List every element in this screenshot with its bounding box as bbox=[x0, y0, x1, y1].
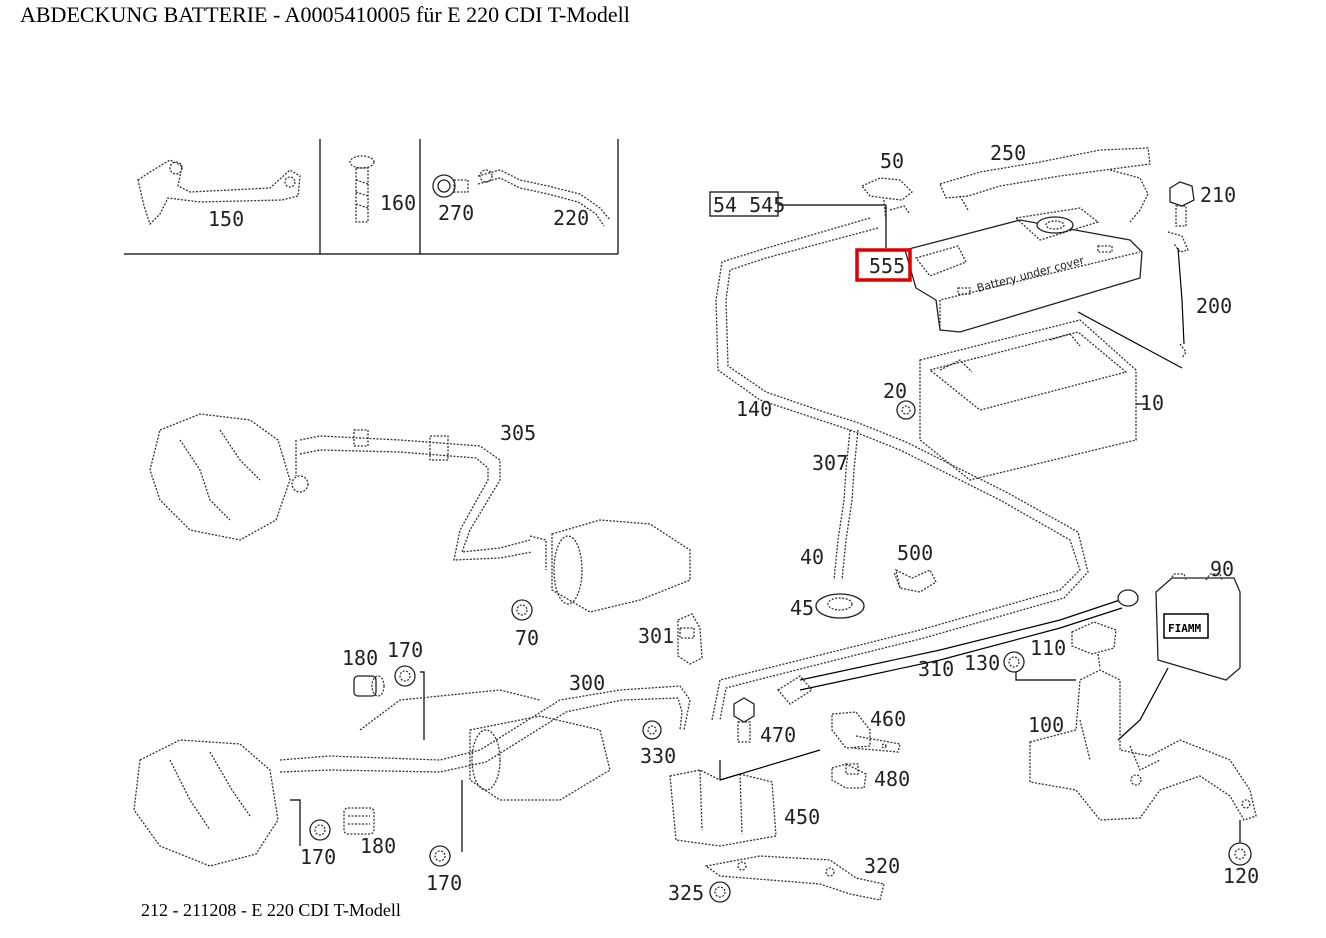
page-title: ABDECKUNG BATTERIE - A0005410005 für E 2… bbox=[20, 2, 630, 27]
part-320-bracket[interactable] bbox=[704, 855, 885, 901]
label-480[interactable]: 480 bbox=[874, 767, 910, 791]
label-170-lower-right[interactable]: 170 bbox=[426, 871, 462, 895]
label-170-upper[interactable]: 170 bbox=[387, 638, 423, 662]
label-210[interactable]: 210 bbox=[1200, 183, 1236, 207]
highlight-box bbox=[855, 248, 912, 282]
part-70-nut[interactable] bbox=[511, 599, 533, 621]
label-555[interactable]: 555 bbox=[869, 254, 905, 278]
alternator-upper[interactable] bbox=[149, 413, 291, 541]
label-100[interactable]: 100 bbox=[1028, 713, 1064, 737]
label-450[interactable]: 450 bbox=[784, 805, 820, 829]
part-480-clip[interactable] bbox=[831, 763, 867, 789]
part-210-bolt[interactable] bbox=[1169, 181, 1195, 227]
part-500-bracket[interactable] bbox=[893, 568, 937, 593]
label-160[interactable]: 160 bbox=[380, 191, 416, 215]
part-170-lower-right[interactable] bbox=[429, 845, 463, 867]
label-40[interactable]: 40 bbox=[800, 545, 824, 569]
label-470[interactable]: 470 bbox=[760, 723, 796, 747]
part-220-cable[interactable] bbox=[477, 169, 611, 227]
part-130-nut[interactable] bbox=[1003, 651, 1076, 681]
label-307[interactable]: 307 bbox=[812, 451, 848, 475]
label-460[interactable]: 460 bbox=[870, 707, 906, 731]
label-130[interactable]: 130 bbox=[964, 651, 1000, 675]
part-90-battery[interactable]: FIAMM bbox=[1117, 573, 1241, 741]
part-450-holder[interactable] bbox=[669, 749, 821, 847]
part-180-upper[interactable] bbox=[353, 675, 385, 697]
label-325[interactable]: 325 bbox=[668, 881, 704, 905]
label-330[interactable]: 330 bbox=[640, 744, 676, 768]
label-310[interactable]: 310 bbox=[918, 657, 954, 681]
part-555-battery-cover[interactable]: Battery under cover bbox=[904, 207, 1143, 333]
label-180-upper[interactable]: 180 bbox=[342, 646, 378, 670]
inset-panel bbox=[124, 139, 619, 255]
label-305[interactable]: 305 bbox=[500, 421, 536, 445]
label-110[interactable]: 110 bbox=[1030, 636, 1066, 660]
footer-caption: 212 - 211208 - E 220 CDI T-Modell bbox=[141, 900, 401, 920]
label-320[interactable]: 320 bbox=[864, 854, 900, 878]
label-10[interactable]: 10 bbox=[1140, 391, 1164, 415]
label-70[interactable]: 70 bbox=[515, 626, 539, 650]
starter-lower[interactable] bbox=[461, 715, 611, 850]
label-500[interactable]: 500 bbox=[897, 541, 933, 565]
part-10-battery[interactable] bbox=[919, 311, 1183, 481]
starter-upper[interactable] bbox=[551, 519, 691, 613]
part-310-cable[interactable] bbox=[777, 589, 1139, 705]
part-50-clamp[interactable] bbox=[860, 177, 913, 223]
label-270[interactable]: 270 bbox=[438, 201, 474, 225]
label-50[interactable]: 50 bbox=[880, 149, 904, 173]
part-160-bolt[interactable] bbox=[349, 155, 375, 223]
part-325-nut[interactable] bbox=[709, 881, 731, 903]
part-305-cable[interactable] bbox=[291, 429, 547, 570]
part-120-nut[interactable] bbox=[1228, 842, 1252, 866]
label-45[interactable]: 45 bbox=[790, 596, 814, 620]
label-140[interactable]: 140 bbox=[736, 397, 772, 421]
part-140-cable[interactable] bbox=[711, 217, 1089, 721]
label-180-lower[interactable]: 180 bbox=[360, 834, 396, 858]
part-250-cable[interactable] bbox=[939, 147, 1151, 223]
part-200-strap[interactable] bbox=[1167, 231, 1189, 359]
part-307-cable[interactable] bbox=[833, 429, 859, 581]
part-300-cable[interactable] bbox=[279, 685, 691, 773]
part-45-grommet[interactable] bbox=[815, 593, 865, 619]
part-460-clip[interactable] bbox=[831, 711, 901, 753]
part-110-clip[interactable] bbox=[1071, 621, 1117, 669]
alternator-lower[interactable] bbox=[133, 739, 279, 867]
part-100-tray[interactable] bbox=[1029, 669, 1257, 844]
label-120[interactable]: 120 bbox=[1223, 864, 1259, 888]
label-250[interactable]: 250 bbox=[990, 141, 1026, 165]
label-300[interactable]: 300 bbox=[569, 671, 605, 695]
label-200[interactable]: 200 bbox=[1196, 294, 1232, 318]
label-301[interactable]: 301 bbox=[638, 624, 674, 648]
part-270-screw[interactable] bbox=[432, 174, 469, 198]
part-301-clamp[interactable] bbox=[677, 613, 703, 665]
part-180-lower[interactable] bbox=[343, 807, 375, 835]
label-170-lower-left[interactable]: 170 bbox=[300, 845, 336, 869]
part-470-bolt[interactable] bbox=[733, 697, 755, 743]
label-20[interactable]: 20 bbox=[883, 379, 907, 403]
label-220[interactable]: 220 bbox=[553, 206, 589, 230]
part-170-upper[interactable] bbox=[394, 665, 425, 740]
part-150-bracket[interactable] bbox=[137, 159, 301, 226]
ref-box-label: 54 545 bbox=[713, 193, 785, 217]
label-150[interactable]: 150 bbox=[208, 207, 244, 231]
label-90[interactable]: 90 bbox=[1210, 557, 1234, 581]
part-330-nut[interactable] bbox=[642, 720, 662, 740]
part-20-nut[interactable] bbox=[896, 400, 916, 420]
ref-box-54545[interactable] bbox=[709, 191, 887, 248]
part-170-lower-left[interactable] bbox=[290, 799, 331, 846]
svg-text:FIAMM: FIAMM bbox=[1168, 622, 1201, 635]
